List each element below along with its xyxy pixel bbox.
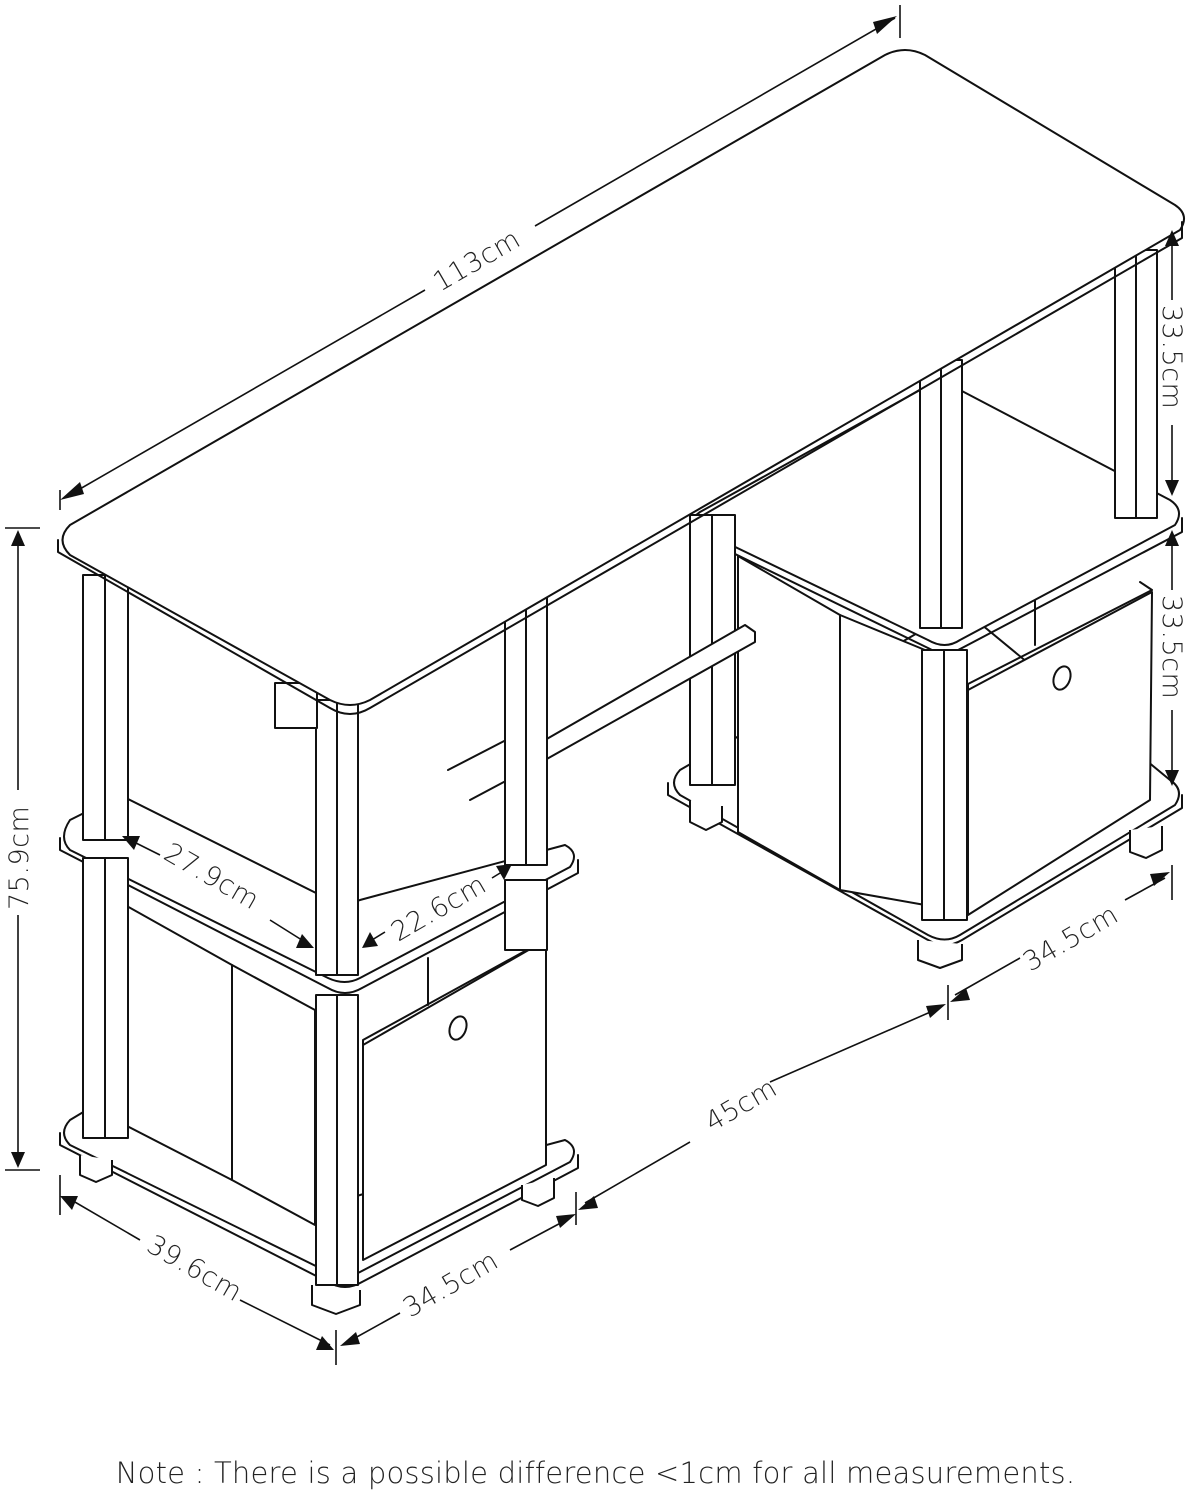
dimension-lines (5, 5, 1179, 1365)
dim-label-right-unit-width: 34.5cm (1018, 899, 1124, 978)
dim-label-depth: 39.6cm (142, 1229, 248, 1308)
dim-label-left-unit-width: 34.5cm (398, 1245, 504, 1324)
dim-label-total-height: 75.9cm (4, 806, 35, 910)
dim-label-knee-space-width: 45cm (700, 1072, 783, 1138)
measurement-note: Note : There is a possible difference <1… (115, 1456, 1076, 1490)
dim-label-middle-shelf-height: 33.5cm (1156, 595, 1187, 699)
left-storage-unit (59, 574, 579, 1315)
dim-label-top-shelf-height: 33.5cm (1156, 305, 1187, 409)
desktop-top (57, 49, 1185, 715)
